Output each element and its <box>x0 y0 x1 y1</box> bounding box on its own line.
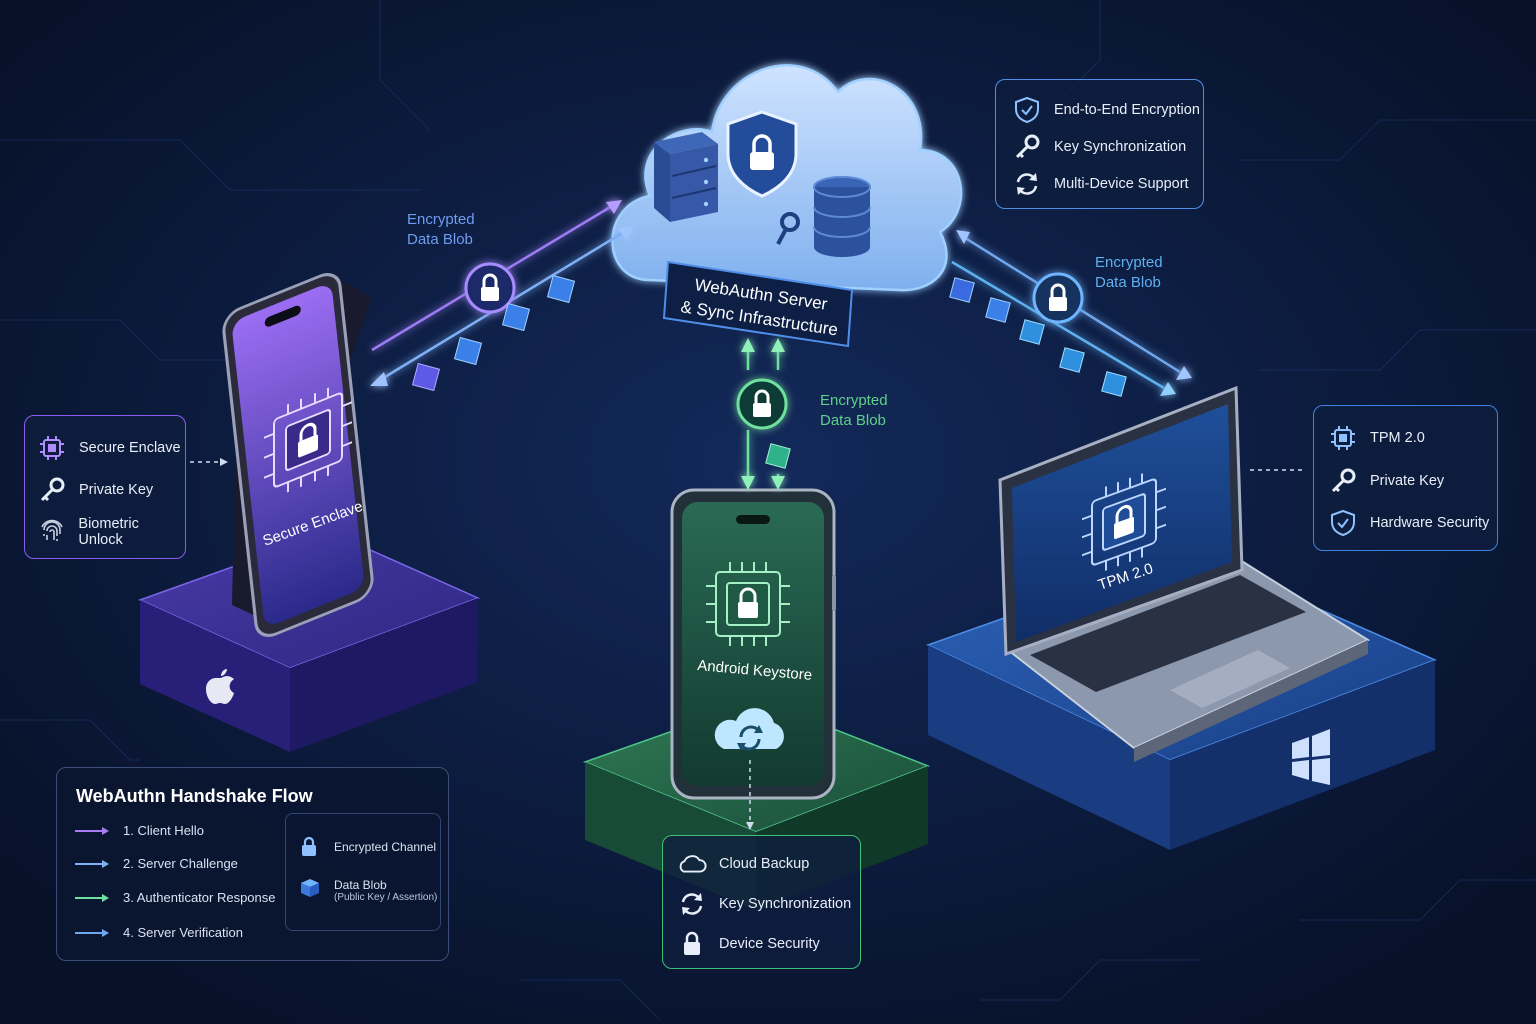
lock-icon <box>677 929 707 959</box>
legend-key-data-blob-sub: (Public Key / Assertion) <box>334 892 438 903</box>
legend-step-1-label: 1. Client Hello <box>123 823 204 838</box>
android-feature-cloud-backup: Cloud Backup <box>677 849 809 879</box>
apple-data-cubes <box>411 274 576 392</box>
chip-icon <box>1328 423 1358 453</box>
apple-feature-secure-enclave: Secure Enclave <box>37 433 181 463</box>
legend-arrow-icon <box>75 859 109 868</box>
apple-connector-arrowhead <box>220 458 228 466</box>
apple-blob-label-line2: Data Blob <box>407 231 473 248</box>
cloud-feature-encryption-label: End-to-End Encryption <box>1054 102 1200 118</box>
legend-key-encrypted-channel-label: Encrypted Channel <box>334 840 437 854</box>
apple-feature-biometric-label: Biometric Unlock <box>78 516 139 548</box>
windows-feature-tpm-label: TPM 2.0 <box>1370 430 1425 446</box>
android-feature-device-security-label: Device Security <box>719 936 820 952</box>
key-icon <box>37 475 67 505</box>
cloud-features-panel: End-to-End Encryption Key Synchronizatio… <box>995 79 1204 209</box>
legend-key-box: Encrypted Channel Data Blob (Public Key … <box>285 813 441 931</box>
android-data-cube <box>765 443 791 469</box>
windows-lock-node-icon <box>1032 272 1084 324</box>
legend-step-3-label: 3. Authenticator Response <box>123 890 276 905</box>
windows-feature-tpm: TPM 2.0 <box>1328 423 1425 453</box>
legend-step-2: 2. Server Challenge <box>75 856 238 871</box>
windows-feature-hardware-security-label: Hardware Security <box>1370 515 1490 531</box>
windows-blob-label-line1: Encrypted <box>1095 254 1163 271</box>
android-feature-cloud-backup-label: Cloud Backup <box>719 856 810 872</box>
shield-check-icon <box>1328 508 1358 538</box>
legend-arrow-icon <box>75 826 109 835</box>
shield-lock-icon <box>726 110 798 198</box>
apple-feature-biometric: Biometric Unlock <box>37 516 185 548</box>
cloud-feature-sync-label: Key Synchronization <box>1054 139 1187 155</box>
key-icon <box>1328 466 1358 496</box>
fingerprint-icon <box>37 517 66 547</box>
key-icon <box>776 212 800 245</box>
legend-step-2-label: 2. Server Challenge <box>123 856 238 871</box>
windows-feature-hardware-security: Hardware Security <box>1328 508 1489 538</box>
server-rack-icon <box>654 132 718 222</box>
database-icon <box>813 176 871 257</box>
android-feature-key-sync-label: Key Synchronization <box>719 896 852 912</box>
android-cloud-sync-icon <box>714 708 784 751</box>
android-connector-arrowhead <box>746 822 754 830</box>
windows-blob-label: Encrypted Data Blob <box>1095 253 1163 293</box>
apple-blob-label-line1: Encrypted <box>407 211 475 228</box>
legend-step-4: 4. Server Verification <box>75 925 243 940</box>
android-blob-label-line2: Data Blob <box>820 412 886 429</box>
shield-check-icon <box>1012 95 1042 125</box>
windows-feature-private-key: Private Key <box>1328 466 1444 496</box>
apple-lock-node-icon <box>464 262 516 314</box>
cloud-feature-encryption: End-to-End Encryption <box>1012 95 1200 125</box>
windows-feature-private-key-label: Private Key <box>1370 473 1445 489</box>
legend-step-3: 3. Authenticator Response <box>75 890 276 905</box>
android-chip-icon <box>706 562 790 646</box>
windows-data-cubes <box>949 277 1127 397</box>
sync-icon <box>677 889 707 919</box>
legend-key-encrypted-channel: Encrypted Channel <box>300 836 436 858</box>
laptop-chip-icon <box>1082 473 1166 571</box>
sync-icon <box>1012 169 1042 199</box>
apple-feature-secure-enclave-label: Secure Enclave <box>79 440 181 456</box>
apple-features-panel: Secure Enclave Private Key Biometric Unl… <box>24 415 186 559</box>
apple-feature-private-key: Private Key <box>37 475 153 505</box>
chip-icon <box>37 433 67 463</box>
legend-key-data-blob-label: Data Blob <box>334 878 387 892</box>
android-blob-label: Encrypted Data Blob <box>820 391 888 431</box>
windows-features-panel: TPM 2.0 Private Key Hardware Security <box>1313 405 1498 551</box>
apple-logo-icon <box>206 669 234 704</box>
lock-icon <box>300 836 320 858</box>
cloud-feature-multi-device: Multi-Device Support <box>1012 169 1189 199</box>
legend-arrow-icon <box>75 928 109 937</box>
key-icon <box>1012 132 1042 162</box>
legend-step-1: 1. Client Hello <box>75 823 204 838</box>
legend-arrow-icon <box>75 893 109 902</box>
cloud-feature-sync: Key Synchronization <box>1012 132 1186 162</box>
android-features-panel: Cloud Backup Key Synchronization Device … <box>662 835 861 969</box>
legend-key-data-blob: Data Blob (Public Key / Assertion) <box>300 878 437 903</box>
android-blob-label-line1: Encrypted <box>820 392 888 409</box>
apple-blob-label: Encrypted Data Blob <box>407 210 475 250</box>
cube-icon <box>300 878 320 898</box>
iphone-chip-icon <box>264 387 352 493</box>
android-feature-key-sync: Key Synchronization <box>677 889 851 919</box>
windows-logo-icon <box>1292 729 1330 785</box>
handshake-legend: WebAuthn Handshake Flow 1. Client Hello … <box>56 767 449 961</box>
legend-step-4-label: 4. Server Verification <box>123 925 243 940</box>
windows-blob-label-line2: Data Blob <box>1095 274 1161 291</box>
server-label-box <box>662 260 854 348</box>
android-flow-arrows <box>741 338 785 490</box>
android-feature-device-security: Device Security <box>677 929 820 959</box>
legend-title: WebAuthn Handshake Flow <box>76 786 313 806</box>
cloud-icon <box>677 849 707 879</box>
android-lock-node-icon <box>736 378 788 430</box>
apple-feature-private-key-label: Private Key <box>79 482 154 498</box>
cloud-feature-multi-device-label: Multi-Device Support <box>1054 176 1189 192</box>
